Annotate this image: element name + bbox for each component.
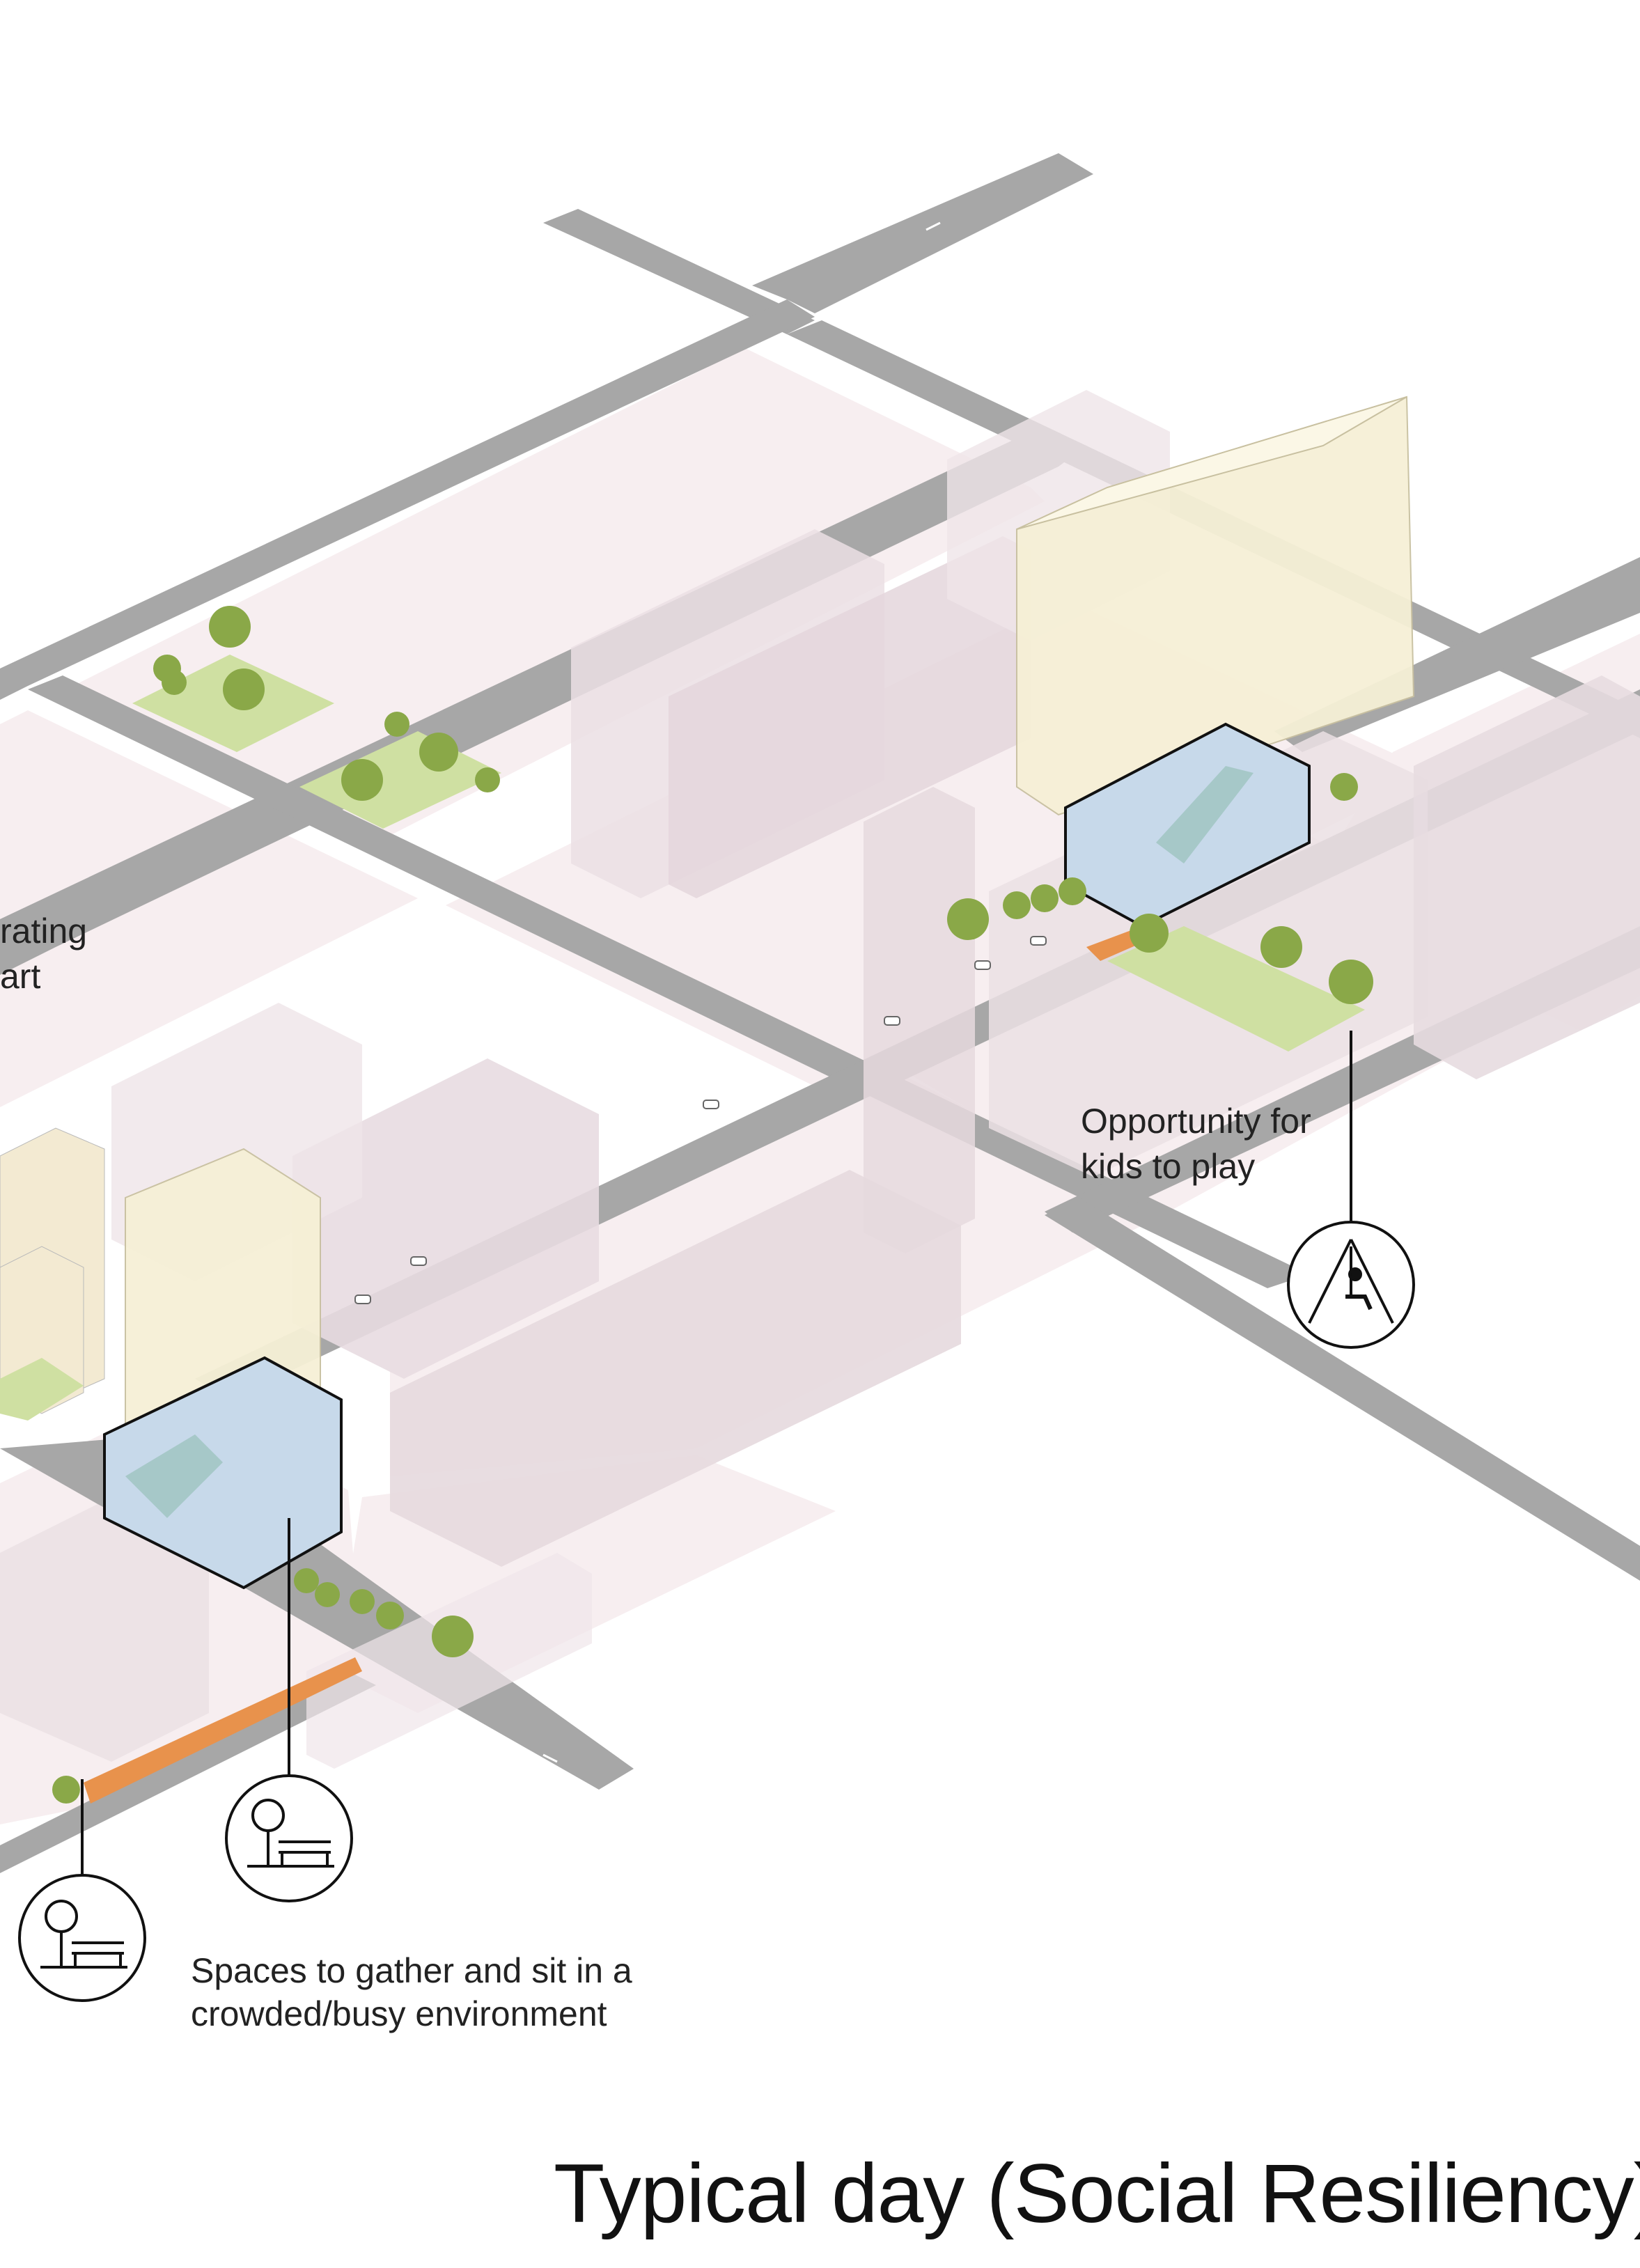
road-ne-1 <box>752 153 1093 313</box>
block-west <box>0 710 418 1107</box>
gather-annotation-line-2: crowded/busy environment <box>191 1994 607 2033</box>
swing-icon <box>1287 1221 1415 1349</box>
partial-annotation-line-2: art <box>0 957 41 996</box>
road-far-south <box>1045 1198 1640 1581</box>
building-j <box>0 1504 209 1762</box>
gather-annotation-line-1: Spaces to gather and sit in a <box>191 1951 632 1990</box>
partial-annotation-line-1: rating <box>0 912 88 951</box>
tree-bench-icon <box>18 1874 146 2002</box>
page-title: Typical day (Social Resiliency) <box>554 2147 1640 2240</box>
road-diag-top <box>543 209 815 334</box>
road-cross-main <box>28 675 1309 1288</box>
park-west <box>0 1358 84 1421</box>
tree-bench-icon <box>225 1774 353 1902</box>
trees <box>52 606 1373 1804</box>
kids-play-annotation-line-1: Opportunity for <box>1081 1102 1311 1141</box>
road-diag-north <box>0 299 815 700</box>
building-k <box>306 1553 592 1769</box>
park-playground <box>1107 926 1365 1051</box>
tower-southwest <box>103 1148 343 1590</box>
block-north <box>66 348 1045 843</box>
kids-play-annotation-line-2: kids to play <box>1081 1147 1256 1186</box>
road-sw-2 <box>0 1671 376 1873</box>
building-d <box>864 787 975 1253</box>
cars <box>354 936 1047 1304</box>
leader-lines <box>81 1031 1352 1880</box>
building-b <box>669 536 1031 898</box>
building-f <box>1414 675 1640 1079</box>
building-i <box>390 1170 961 1567</box>
tower-northeast <box>1016 396 1415 928</box>
lane-markings <box>542 221 1296 1763</box>
podium-glass-sw <box>103 1356 343 1590</box>
